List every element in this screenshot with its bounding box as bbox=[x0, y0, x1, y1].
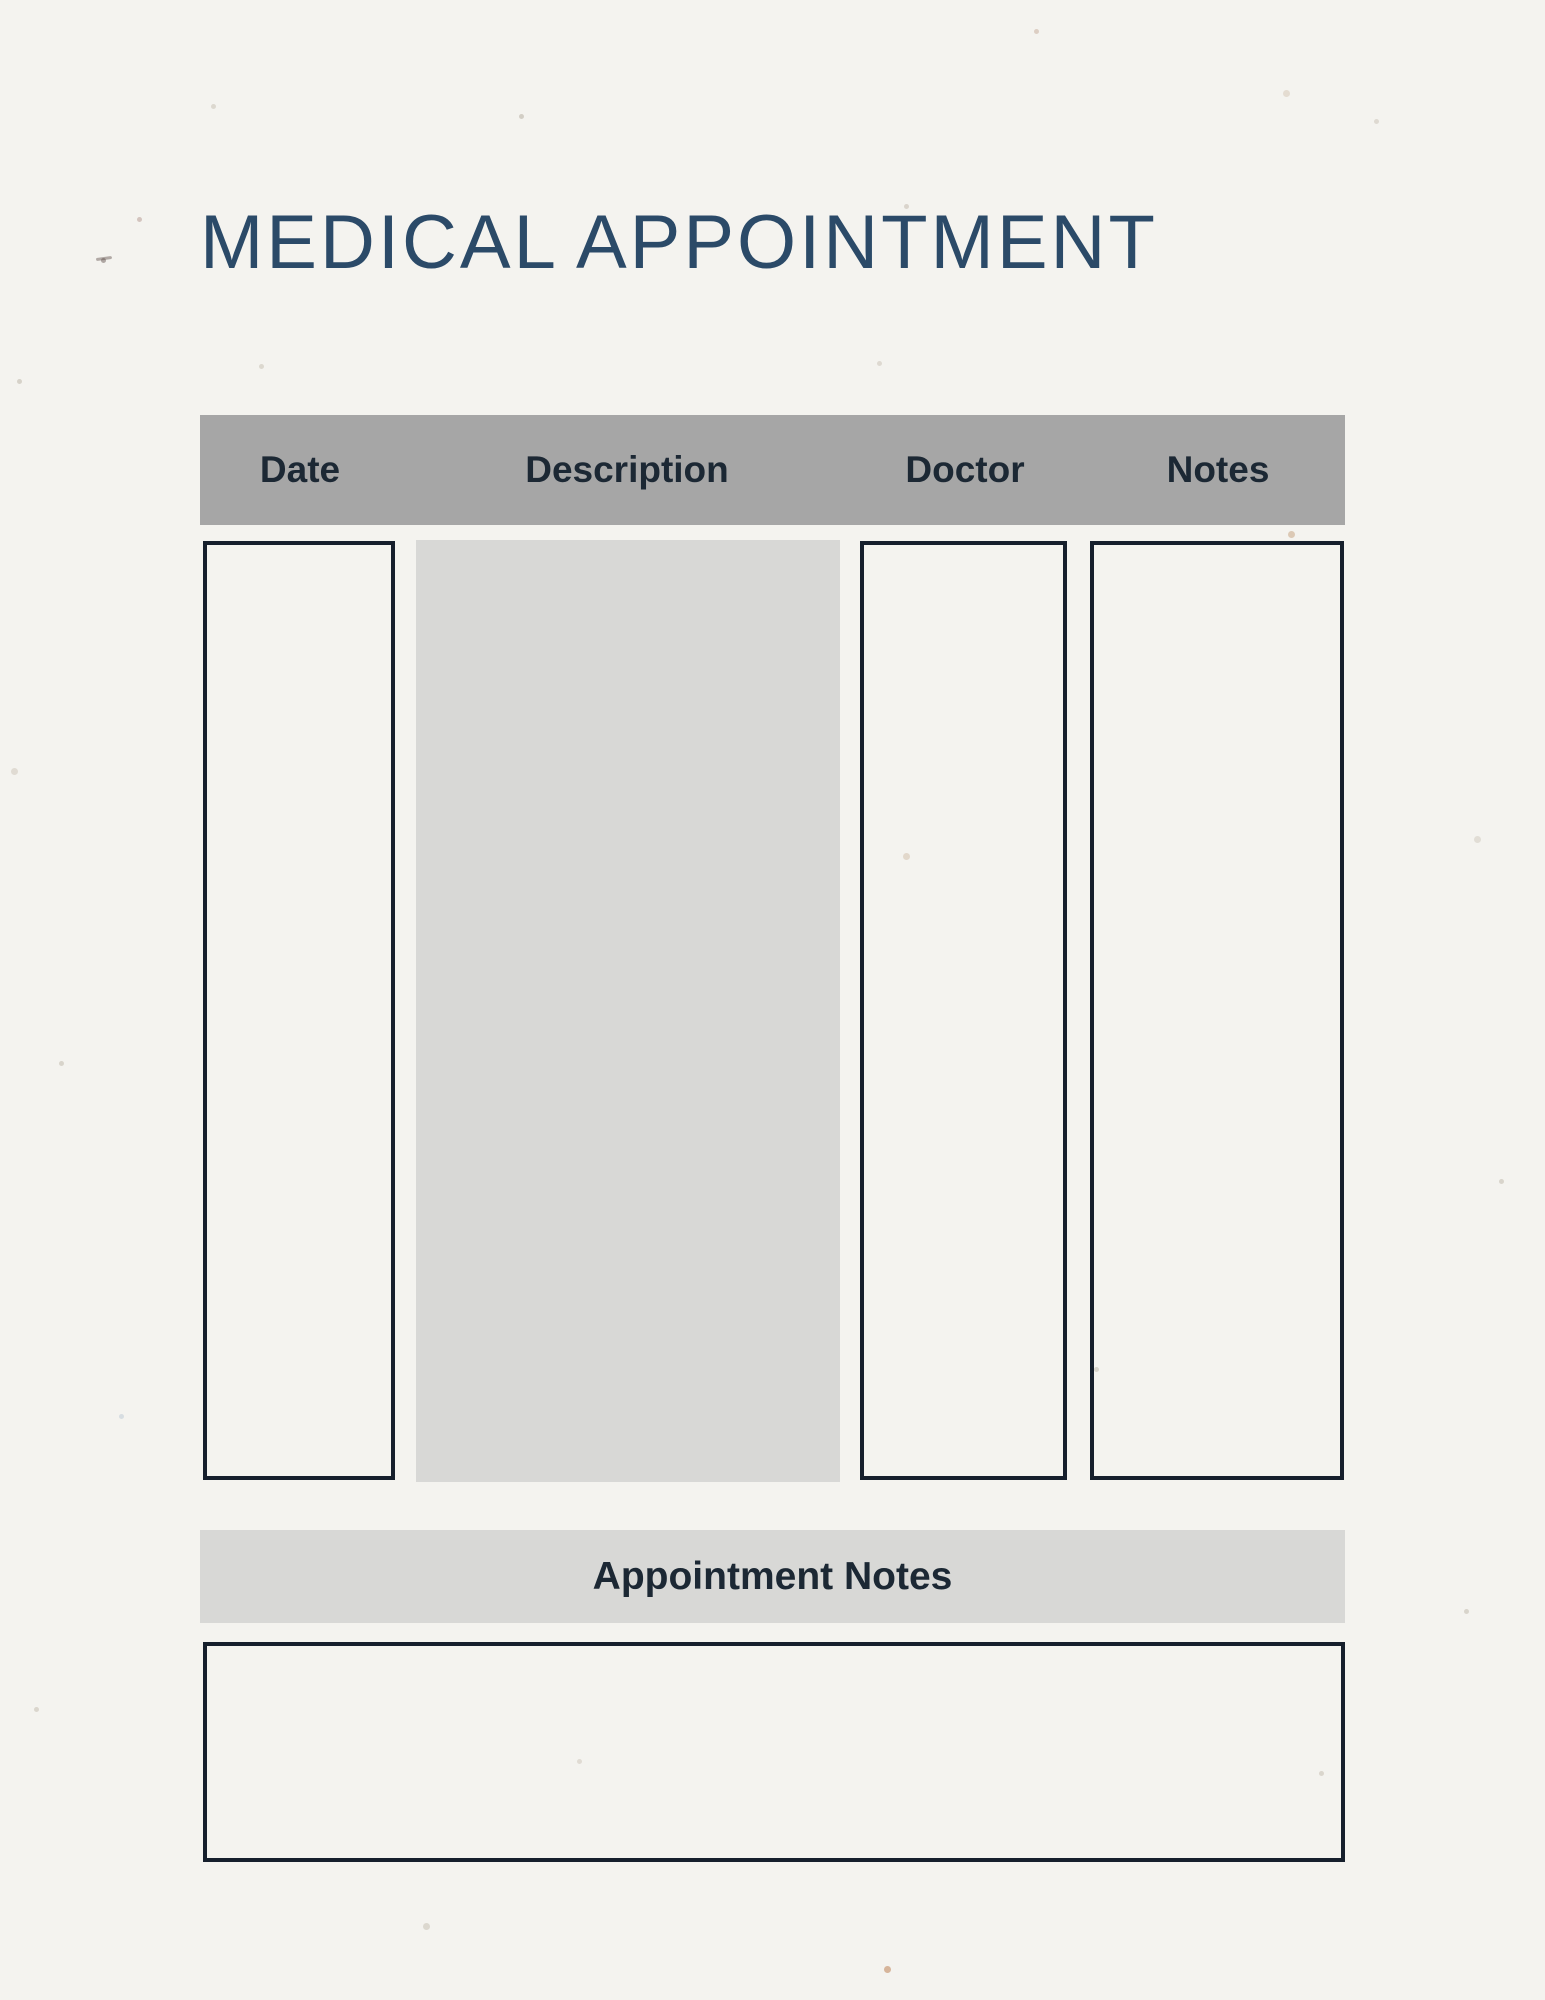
description-column-entry-area[interactable] bbox=[416, 540, 840, 1482]
paper-mark bbox=[95, 255, 113, 262]
notes-column-entry-area[interactable] bbox=[1090, 541, 1344, 1480]
table-header-bar: Date Description Doctor Notes bbox=[200, 415, 1345, 525]
doctor-column-entry-area[interactable] bbox=[860, 541, 1067, 1480]
appointment-notes-header-bar: Appointment Notes bbox=[200, 1530, 1345, 1623]
column-header-date: Date bbox=[259, 449, 341, 490]
column-header-doctor: Doctor bbox=[905, 449, 1025, 490]
column-header-notes: Notes bbox=[1166, 449, 1270, 490]
paper-texture bbox=[0, 0, 3, 3]
appointment-notes-label: Appointment Notes bbox=[592, 1554, 953, 1598]
page-title: MEDICAL APPOINTMENT bbox=[200, 200, 1158, 285]
date-column-entry-area[interactable] bbox=[203, 541, 395, 1480]
appointment-notes-entry-area[interactable] bbox=[203, 1642, 1345, 1862]
column-header-description: Description bbox=[525, 449, 729, 490]
